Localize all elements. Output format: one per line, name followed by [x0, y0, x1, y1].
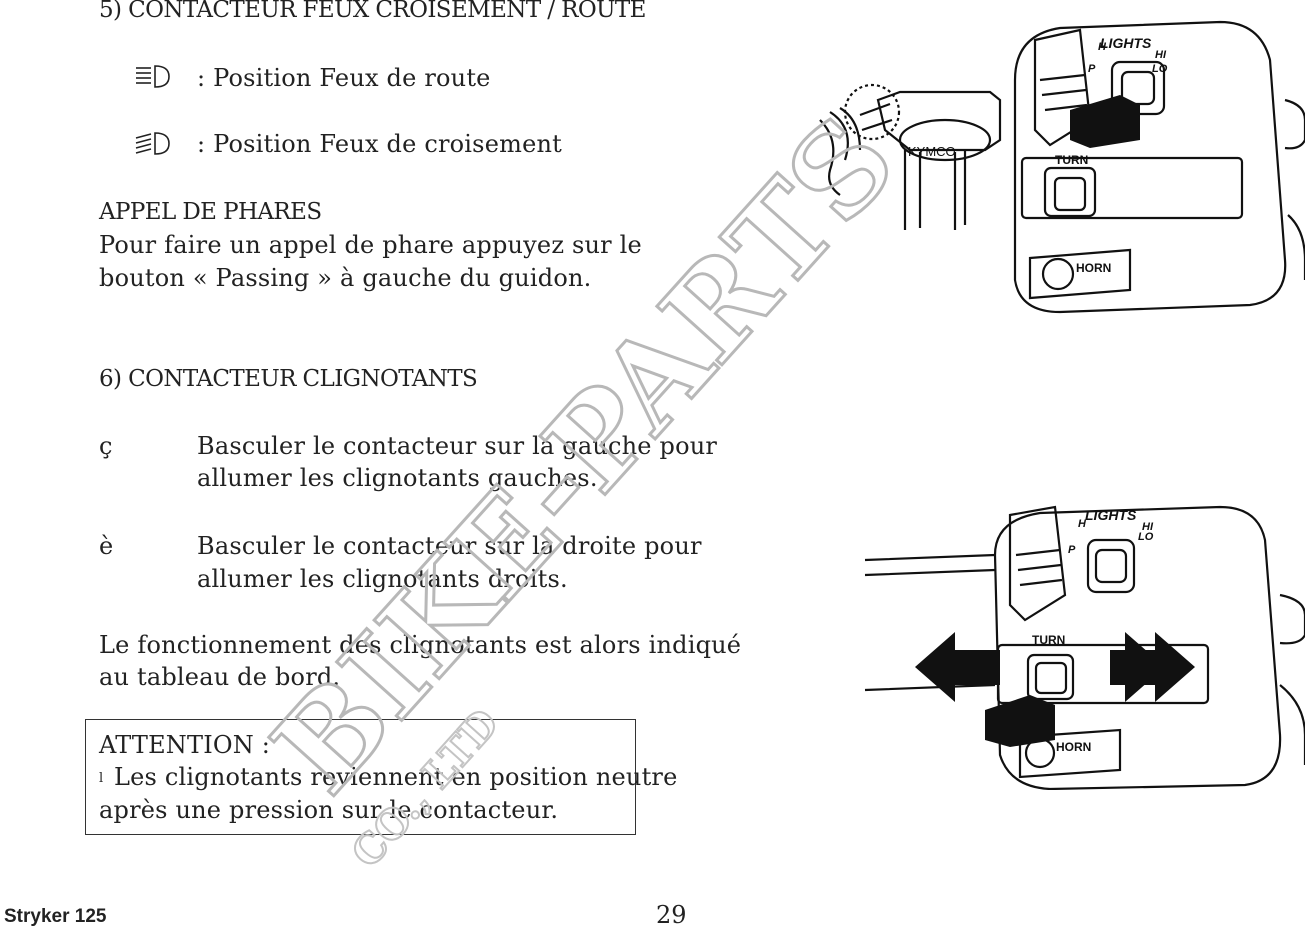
attention-title: ATTENTION : — [99, 731, 271, 759]
hi-label-2: HI — [1142, 521, 1154, 533]
low-beam-icon — [135, 132, 170, 155]
p-label-2: P — [1068, 544, 1076, 556]
left-turn-line-2: allumer les clignotants gauches. — [197, 464, 598, 492]
attention-line-1: Les clignotants reviennent en position n… — [114, 763, 678, 791]
right-turn-line-2: allumer les clignotants droits. — [197, 565, 568, 593]
lo-label: LO — [1152, 63, 1168, 75]
hi-label: HI — [1155, 49, 1167, 61]
low-beam-text: : Position Feux de croisement — [197, 130, 562, 158]
handlebar-switch-turn-illustration: LIGHTS HI LO H P TURN HORN — [864, 505, 1305, 790]
section-6-heading: 6) CONTACTEUR CLIGNOTANTS — [99, 366, 478, 392]
high-beam-icon — [136, 65, 170, 88]
lights-label-2: LIGHTS — [1085, 507, 1137, 523]
passing-heading: APPEL DE PHARES — [99, 199, 322, 225]
handlebar-switch-passing-illustration: LIGHTS HI LO H P TURN HORN KYMCO — [819, 20, 1305, 314]
kymco-ring-label: KYMCO — [908, 144, 956, 159]
horn-label: HORN — [1076, 261, 1111, 275]
lights-label: LIGHTS — [1100, 35, 1152, 51]
right-turn-symbol: è — [99, 532, 114, 560]
page-number: 29 — [656, 901, 687, 929]
horn-label-2: HORN — [1056, 740, 1091, 754]
attention-bullet: l — [99, 771, 104, 786]
lo-label-2: LO — [1138, 531, 1154, 543]
dashboard-note-line-1: Le fonctionnement des clignotants est al… — [99, 631, 742, 659]
dashboard-note-line-2: au tableau de bord. — [99, 663, 341, 691]
h-label: H — [1098, 41, 1107, 53]
high-beam-text: : Position Feux de route — [197, 64, 491, 92]
footer-model: Stryker 125 — [4, 906, 107, 927]
attention-box — [85, 719, 636, 835]
turn-label: TURN — [1055, 153, 1088, 167]
left-turn-symbol: ç — [99, 432, 113, 460]
turn-label-2: TURN — [1032, 633, 1065, 647]
right-turn-line-1: Basculer le contacteur sur la droite pou… — [197, 532, 702, 560]
attention-line-2: après une pression sur le contacteur. — [99, 796, 559, 824]
section-5-heading: 5) CONTACTEUR FEUX CROISEMENT / ROUTE — [99, 0, 646, 23]
left-turn-line-1: Basculer le contacteur sur la gauche pou… — [197, 432, 718, 460]
passing-line-2: bouton « Passing » à gauche du guidon. — [99, 264, 592, 292]
h-label-2: H — [1078, 518, 1087, 530]
p-label: P — [1088, 63, 1096, 75]
passing-line-1: Pour faire un appel de phare appuyez sur… — [99, 231, 642, 259]
